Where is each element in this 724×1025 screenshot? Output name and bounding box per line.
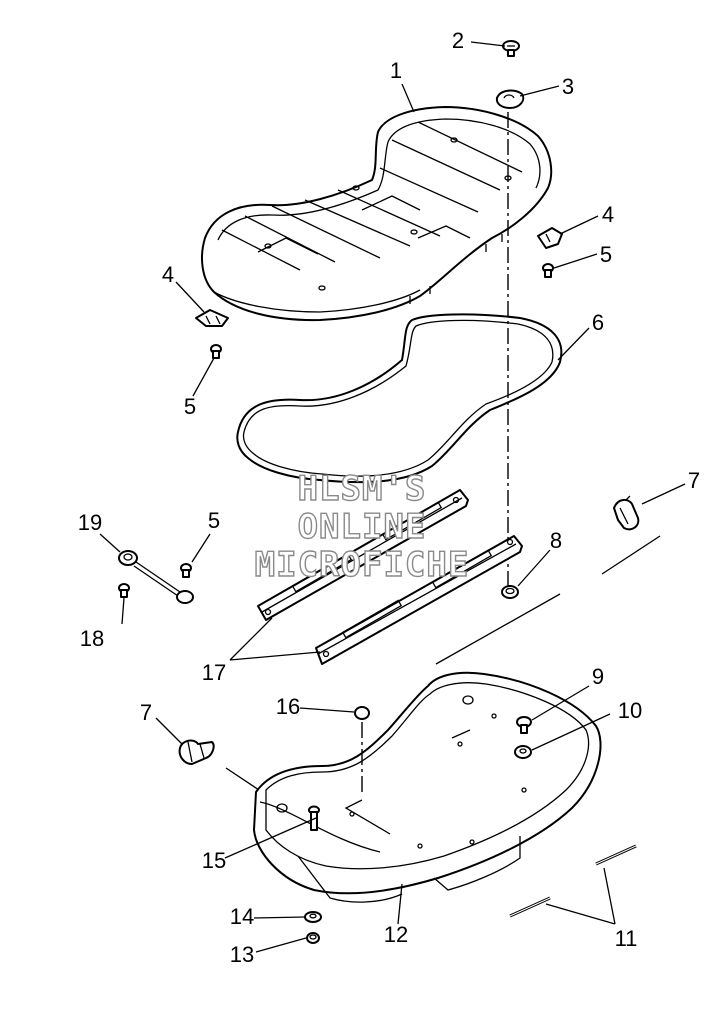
callout-5-right: 5	[600, 242, 612, 267]
bolt-part-9	[516, 716, 532, 734]
screw-part-5-left	[210, 344, 222, 359]
mounting-strips-part-17	[257, 489, 523, 665]
screw-part-2	[502, 40, 520, 57]
callout-4-right: 4	[602, 202, 614, 227]
callout-10: 10	[618, 698, 642, 723]
callout-12: 12	[384, 922, 408, 947]
callout-14: 14	[230, 904, 254, 929]
callout-16: 16	[276, 694, 300, 719]
rack-top-cover	[201, 106, 553, 322]
callout-4-left: 4	[162, 262, 174, 287]
nut-part-13	[306, 932, 320, 944]
clip-part-3	[495, 89, 525, 109]
callout-7-left: 7	[140, 700, 152, 725]
watermark-line-1: HLSM'S	[298, 469, 427, 509]
callout-5-left: 5	[184, 394, 196, 419]
screw-part-5-right	[542, 263, 554, 278]
callout-17: 17	[202, 660, 226, 685]
watermark-line-3: MICROFICHE	[255, 545, 470, 585]
screw-part-18	[118, 583, 130, 598]
callout-labels: 1 2 3 4 4 5 5 5 6 7 7 8 9 10 11 12 13 14…	[78, 28, 700, 967]
washer-part-14	[304, 911, 322, 923]
base-tray-part-12	[253, 671, 602, 903]
callout-9: 9	[592, 664, 604, 689]
callout-2: 2	[452, 28, 464, 53]
callout-8: 8	[550, 528, 562, 553]
callout-6: 6	[592, 310, 604, 335]
bracket-part-4-left	[195, 309, 229, 327]
latch-part-7-left	[178, 739, 215, 765]
screw-part-5-mid	[180, 563, 192, 578]
plug-part-16	[354, 706, 370, 720]
latch-guide-right	[601, 535, 661, 575]
washer-part-10	[514, 745, 532, 759]
nut-part-8	[501, 585, 519, 599]
callout-19: 19	[78, 510, 102, 535]
leader-lines	[99, 41, 686, 953]
lid-guide	[435, 593, 561, 665]
bolt-part-15	[308, 805, 320, 831]
watermark-line-2: ONLINE	[298, 507, 427, 547]
callout-18: 18	[80, 626, 104, 651]
bracket-part-4-right	[537, 227, 563, 249]
watermark: HLSM'S ONLINE MICROFICHE	[254, 468, 470, 585]
seal-gasket-part-6	[236, 313, 563, 484]
latch-part-7-right	[613, 495, 640, 531]
callout-11: 11	[615, 926, 638, 951]
callout-13: 13	[230, 942, 254, 967]
callout-5-mid: 5	[208, 508, 220, 533]
callout-7-right: 7	[688, 468, 700, 493]
latch-guide-left	[225, 767, 263, 793]
strap-part-19	[118, 550, 194, 604]
callout-15: 15	[202, 848, 226, 873]
rods-part-11	[509, 844, 637, 918]
callout-3: 3	[562, 74, 574, 99]
callout-1: 1	[390, 58, 402, 83]
